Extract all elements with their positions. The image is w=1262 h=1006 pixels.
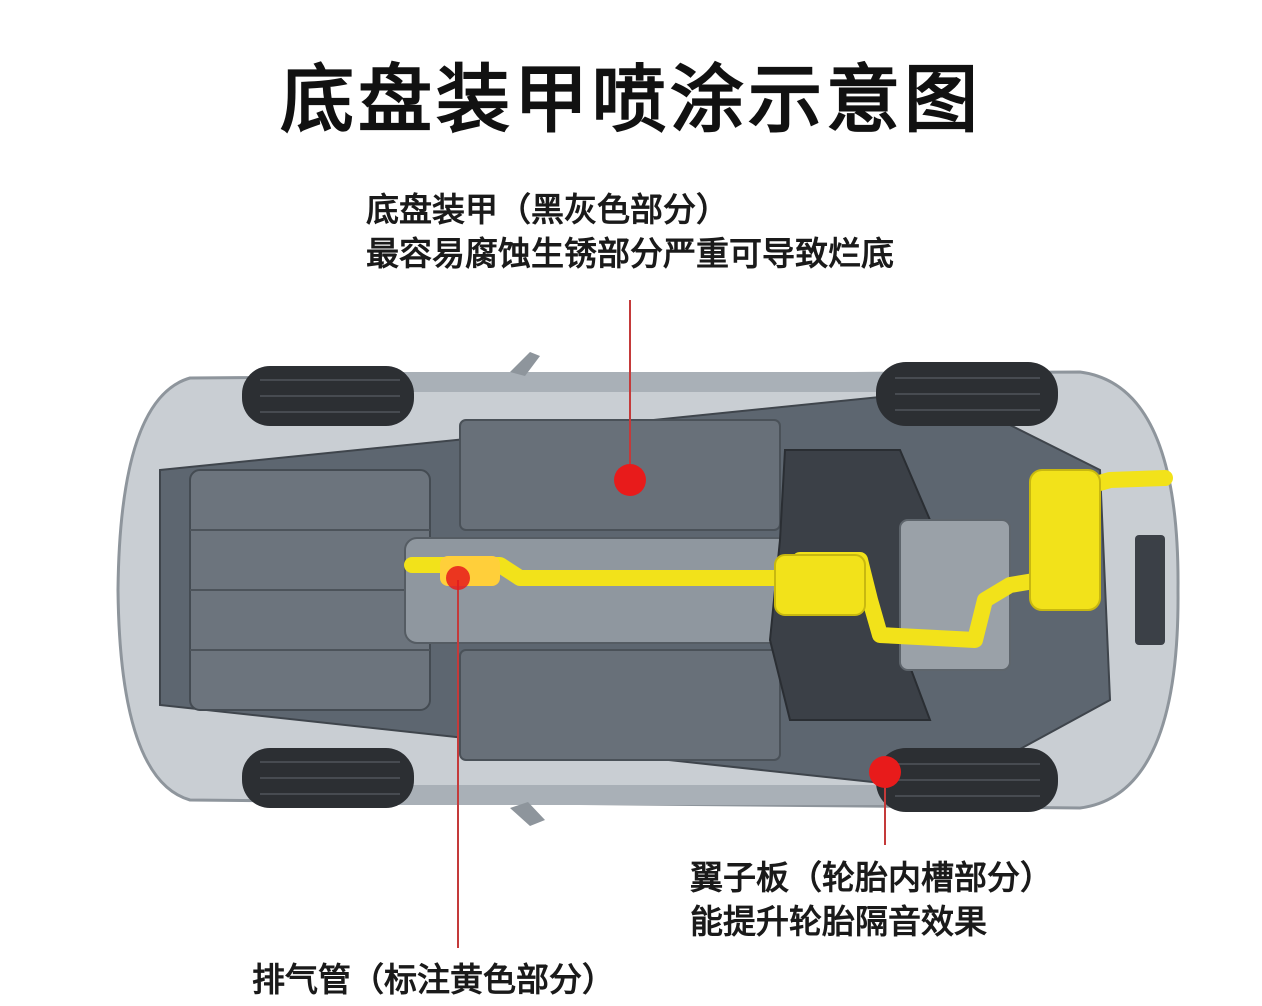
fender-marker [869, 756, 901, 788]
exhaust-muffler-center [775, 555, 865, 615]
exhaust-muffler-rear [1030, 470, 1100, 610]
chassis-marker [614, 464, 646, 496]
rear-bumper-vent [1135, 535, 1165, 645]
mirror-bottom [510, 802, 545, 826]
exhaust-marker [446, 566, 470, 590]
center-tunnel [405, 538, 790, 643]
floor-pan-bottom [460, 650, 780, 760]
